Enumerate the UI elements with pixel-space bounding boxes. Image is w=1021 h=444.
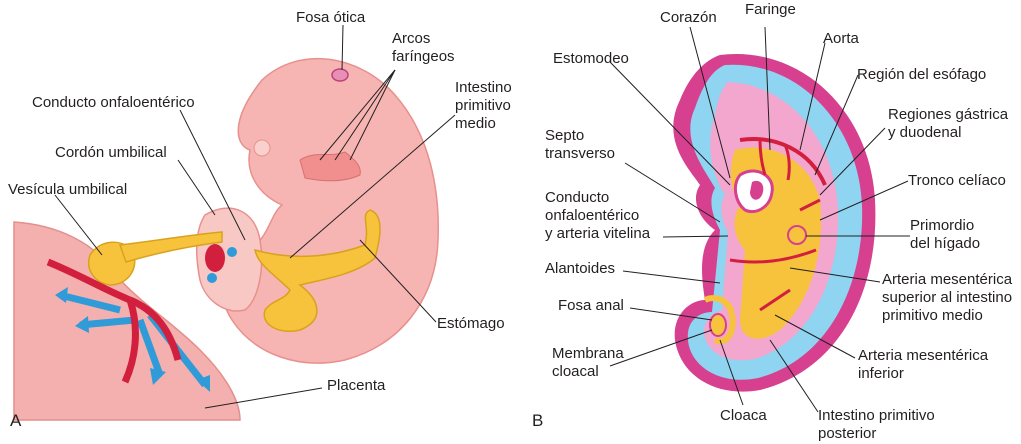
label-faringe: Faringe [745,1,796,18]
eye-bump [254,140,270,156]
label-intestino-3: medio [455,115,496,132]
label-conducto-1: Conducto [545,189,609,206]
label-cloaca: Cloaca [720,407,767,424]
label-placenta: Placenta [327,377,386,394]
label-regiones-2: y duodenal [888,124,961,141]
label-tronco-celiaco: Tronco celíaco [908,172,1006,189]
label-ams-2: superior al intestino [882,289,1012,306]
liver-primordium [788,226,806,244]
label-intestino-2: primitivo [455,97,511,114]
label-conducto-2: onfaloentérico [545,207,639,224]
panel-b-letter: B [532,411,543,430]
label-ami-1: Arteria mesentérica [858,347,989,364]
panel-a-letter: A [10,411,22,430]
label-septo-2: transverso [545,145,615,162]
label-aorta: Aorta [823,30,860,47]
label-conducto-onfaloenterico: Conducto onfaloentérico [32,94,195,111]
label-region-esofago: Región del esófago [857,66,986,83]
label-vesicula-umbilical: Vesícula umbilical [8,181,127,198]
label-estomodeo: Estomodeo [553,50,629,67]
label-fosa-anal: Fosa anal [558,297,624,314]
label-conducto-3: y arteria vitelina [545,225,651,242]
otic-pit [332,69,348,81]
label-intestino-1: Intestino [455,79,512,96]
label-ams-3: primitivo medio [882,307,983,324]
label-cordon-umbilical: Cordón umbilical [55,144,167,161]
label-ipp-1: Intestino primitivo [818,407,935,424]
label-membrana-1: Membrana [552,345,624,362]
label-corazon: Corazón [660,9,717,26]
label-arcos-2: faríngeos [392,48,455,65]
label-ams-1: Arteria mesentérica [882,271,1013,288]
cord-vein-2 [227,247,237,257]
panel-a-illustration [14,59,438,420]
label-alantoides: Alantoides [545,260,615,277]
label-fosa-otica: Fosa ótica [296,9,366,26]
cord-vessel [205,244,225,272]
label-ipp-2: posterior [818,425,876,442]
label-ami-2: inferior [858,365,904,382]
label-estomago: Estómago [437,315,505,332]
cord-vein-1 [207,273,217,283]
label-septo-1: Septo [545,127,584,144]
label-primordio-2: del hígado [910,235,980,252]
label-arcos-1: Arcos [392,30,430,47]
label-membrana-2: cloacal [552,363,599,380]
label-primordio-1: Primordio [910,217,974,234]
embryo-body [224,59,439,363]
cloaca [710,314,726,336]
label-regiones-1: Regiones gástrica [888,106,1009,123]
